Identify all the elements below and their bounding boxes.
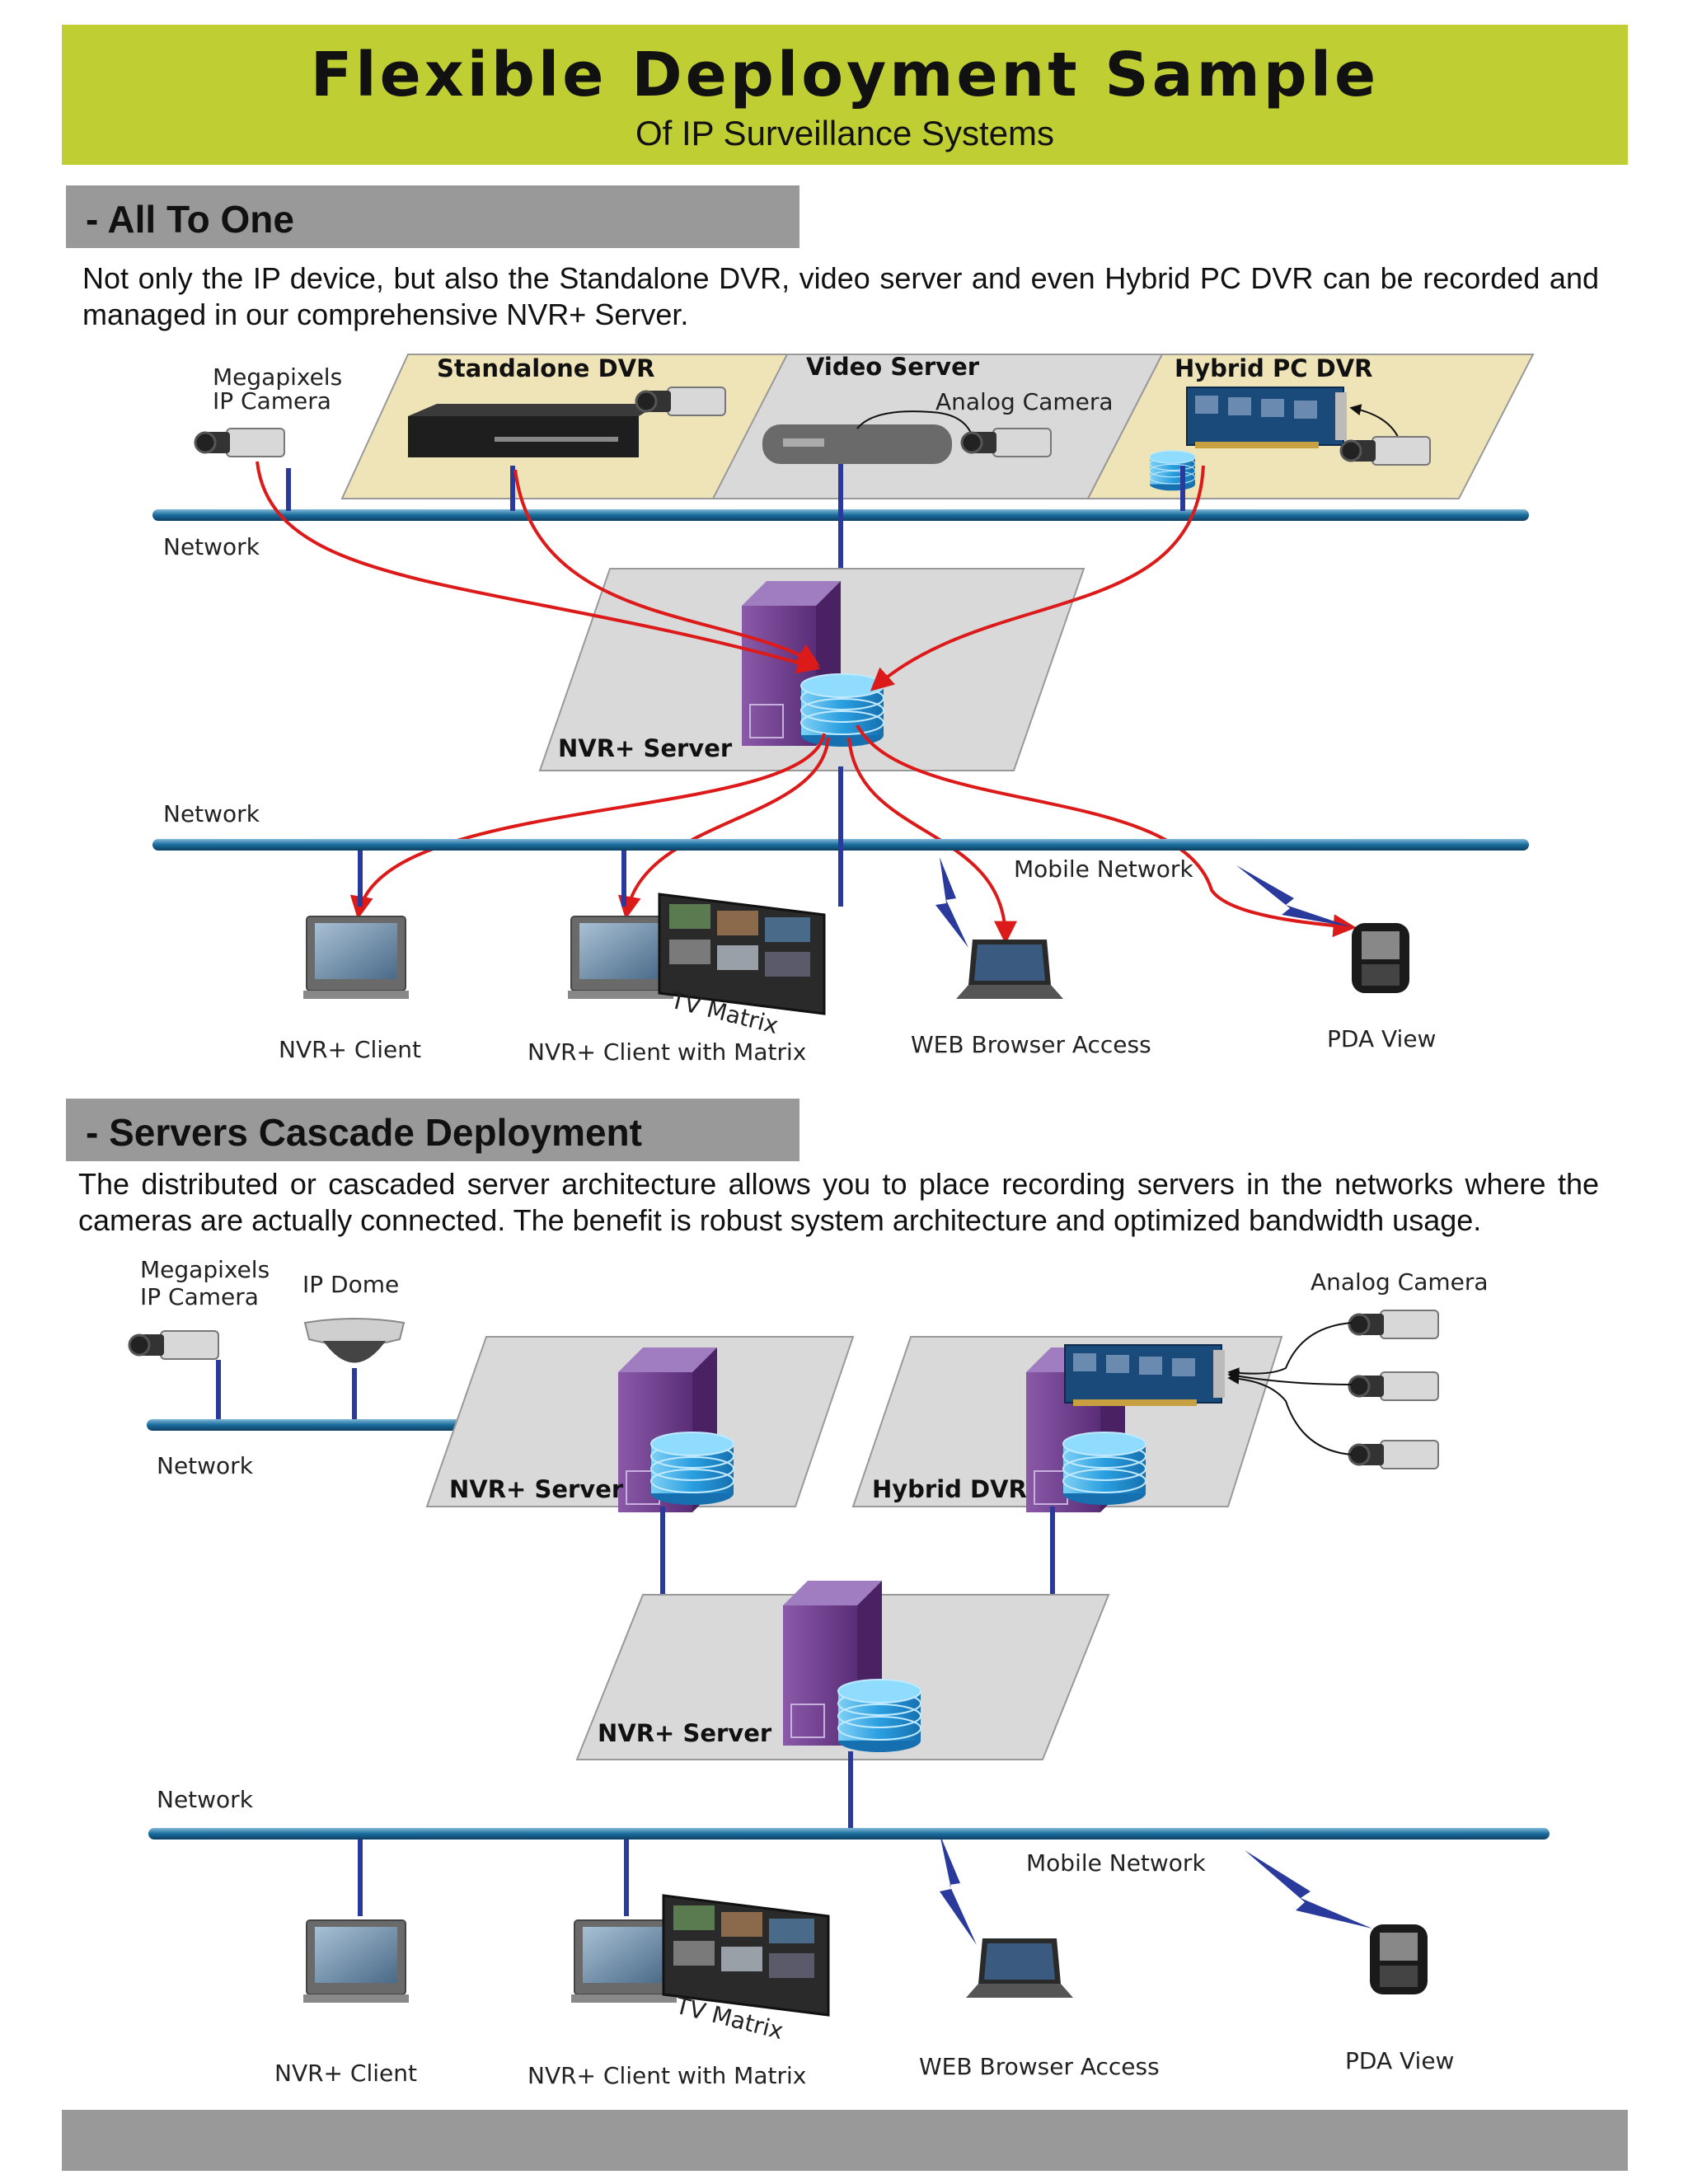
section2-heading-bar: - Servers Cascade Deployment	[66, 1099, 799, 1161]
label-web-browser: WEB Browser Access	[911, 1031, 1151, 1058]
label2-hybrid-dvr: Hybrid DVR	[872, 1475, 1027, 1503]
hybrid-analog-camera-icon	[1339, 435, 1432, 466]
section1-diagram: Megapixels IP Camera Standalone DVR Vide…	[152, 353, 1535, 1066]
label-network-bottom: Network	[163, 800, 260, 827]
label2-network-top: Network	[157, 1452, 254, 1479]
lightning-pda-icon	[1236, 865, 1352, 927]
label2-network-bottom: Network	[157, 1786, 254, 1813]
analog-camera-cables	[1227, 1322, 1353, 1455]
laptop-icon	[956, 940, 1063, 999]
label-nvr-client: NVR+ Client	[279, 1036, 421, 1063]
nvr-client2-monitor-icon	[302, 1919, 410, 2004]
video-server-camera-cable	[856, 410, 973, 438]
network2-bus-bottom	[148, 1828, 1550, 1840]
label2-megapixels-line1: Megapixels	[140, 1256, 270, 1283]
red-connections-in	[256, 461, 1205, 691]
nvr-server-center-disk-icon	[837, 1679, 921, 1753]
nvr-client-monitor-icon	[302, 916, 410, 1000]
page-subtitle: Of IP Surveillance Systems	[635, 114, 1055, 152]
megapixel-camera2-icon	[128, 1329, 220, 1361]
video-server-icon	[762, 424, 952, 464]
label2-nvr-server-center: NVR+ Server	[598, 1719, 772, 1747]
section2-description: The distributed or cascaded server archi…	[78, 1167, 1599, 1237]
label2-web-browser: WEB Browser Access	[919, 2053, 1160, 2080]
megapixel-camera-icon	[194, 427, 286, 458]
lightning2-laptop-icon	[940, 1834, 977, 1945]
label-megapixels-line1: Megapixels	[213, 363, 342, 391]
page-header: Flexible Deployment Sample Of IP Surveil…	[62, 25, 1628, 165]
label-nvr-server: NVR+ Server	[558, 734, 733, 762]
label2-ip-dome: IP Dome	[302, 1271, 399, 1298]
label2-nvr-client-matrix: NVR+ Client with Matrix	[528, 2062, 806, 2089]
ip-dome-icon	[303, 1318, 406, 1363]
label-video-server: Video Server	[806, 353, 980, 381]
label2-nvr-client: NVR+ Client	[274, 2060, 417, 2087]
label2-pda-view: PDA View	[1345, 2047, 1454, 2074]
footer-bar	[62, 2110, 1628, 2171]
section1-heading: - All To One	[86, 198, 294, 241]
capture-card2-icon	[1064, 1344, 1226, 1407]
analog-camera-1-icon	[1348, 1309, 1440, 1340]
label-nvr-client-matrix: NVR+ Client with Matrix	[528, 1038, 806, 1066]
nvr-server-left-disk-icon	[650, 1432, 734, 1506]
label-network-top: Network	[163, 533, 260, 560]
label2-megapixels-line2: IP Camera	[140, 1283, 259, 1310]
label-standalone-dvr: Standalone DVR	[437, 354, 654, 382]
label2-mobile-network: Mobile Network	[1026, 1849, 1206, 1877]
capture-card-icon	[1186, 387, 1348, 449]
pda-icon	[1352, 923, 1409, 993]
standalone-analog-camera-icon	[635, 386, 727, 417]
hybrid-dvr-disk-icon	[1062, 1432, 1146, 1506]
video-server-analog-camera-icon	[960, 427, 1053, 458]
pda2-icon	[1370, 1924, 1428, 1994]
nvr-client-matrix-monitor-icon	[567, 916, 674, 1000]
label2-analog-camera: Analog Camera	[1311, 1268, 1489, 1296]
section1-description: Not only the IP device, but also the Sta…	[82, 261, 1599, 331]
section2-heading: - Servers Cascade Deployment	[86, 1111, 642, 1154]
page-title: Flexible Deployment Sample	[310, 40, 1380, 110]
lightning2-pda-icon	[1245, 1850, 1372, 1929]
laptop2-icon	[966, 1938, 1073, 1998]
label-hybrid-pc-dvr: Hybrid PC DVR	[1175, 354, 1373, 382]
lightning-laptop-icon	[935, 857, 968, 948]
label2-nvr-server-left: NVR+ Server	[449, 1475, 624, 1503]
label-pda-view: PDA View	[1327, 1025, 1436, 1052]
nvr-client-matrix2-monitor-icon	[570, 1919, 678, 2004]
label-analog-camera: Analog Camera	[935, 388, 1114, 415]
standalone-dvr-icon	[408, 404, 659, 457]
analog-camera-2-icon	[1348, 1371, 1440, 1402]
label-megapixels-line2: IP Camera	[213, 387, 331, 415]
label-mobile-network: Mobile Network	[1014, 855, 1193, 883]
analog-camera-3-icon	[1348, 1439, 1440, 1470]
section2-diagram: Megapixels IP Camera IP Dome Analog Came…	[128, 1256, 1550, 2089]
section1-heading-bar: - All To One	[66, 185, 799, 248]
hybrid-disk-icon	[1149, 450, 1196, 491]
nvr-server-disk-icon	[800, 673, 884, 748]
